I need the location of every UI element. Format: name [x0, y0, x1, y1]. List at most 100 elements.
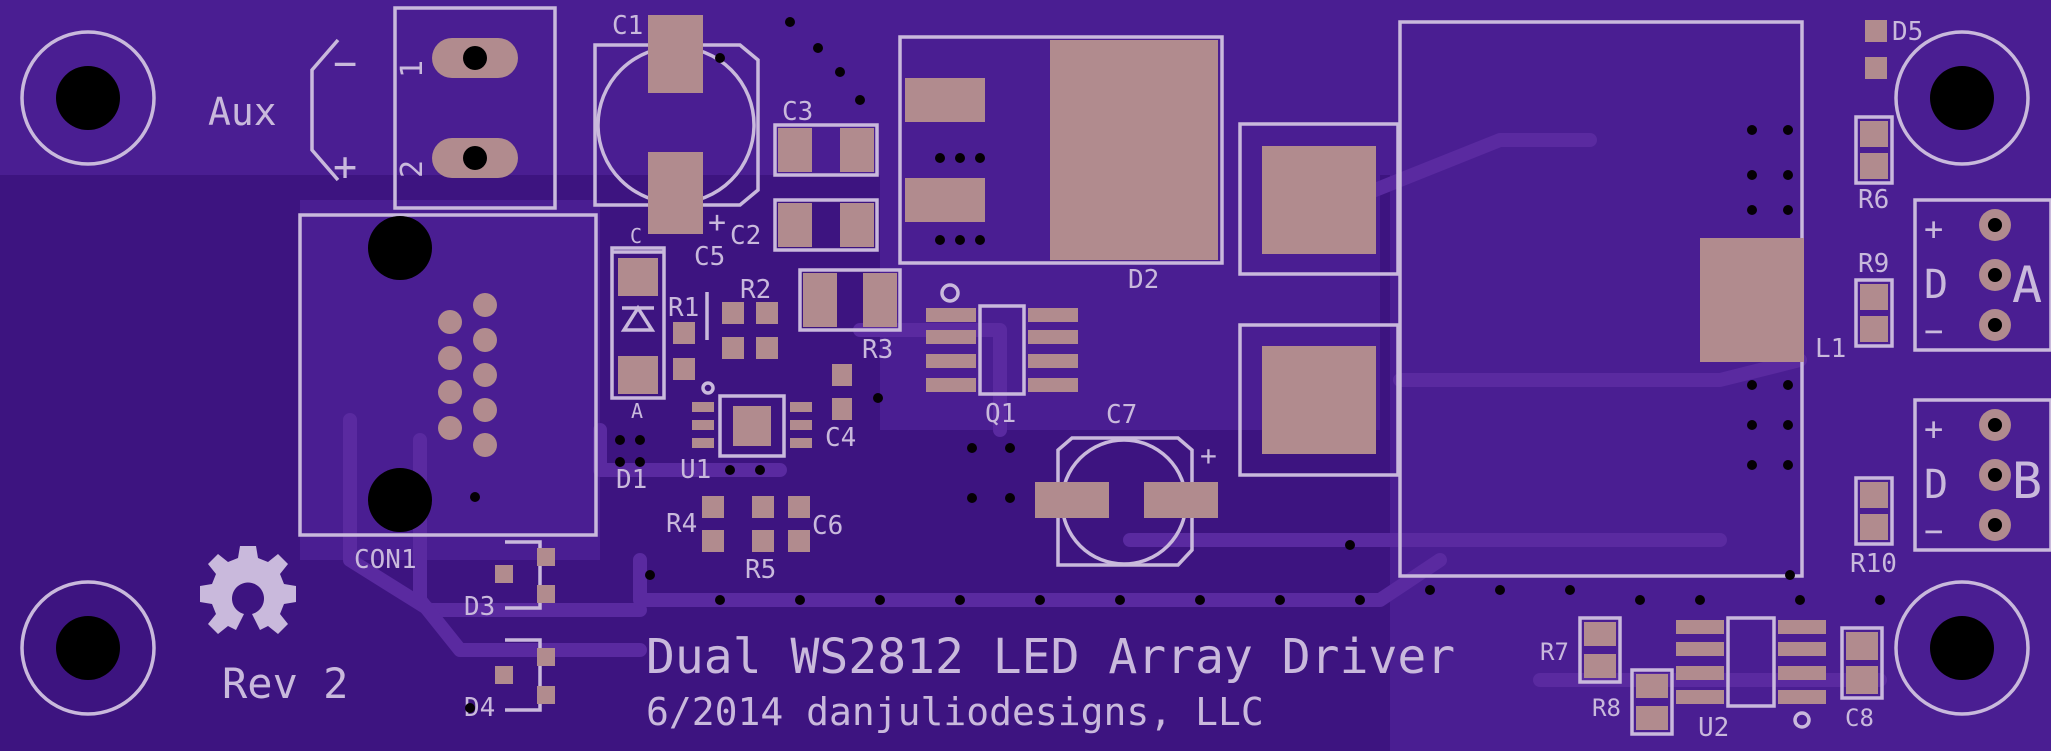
via	[795, 595, 805, 605]
u1-label: U1	[680, 455, 711, 485]
c8-label: C8	[1845, 704, 1874, 732]
via	[1275, 595, 1285, 605]
c5-label: C5	[694, 242, 725, 272]
r9-resistor: R9	[1854, 249, 1894, 348]
r2-label: R2	[740, 275, 771, 305]
c6-label: C6	[812, 511, 843, 541]
r5-label: R5	[745, 555, 776, 585]
via	[955, 235, 965, 245]
via	[715, 53, 725, 63]
u2-ic: U2	[1676, 616, 1826, 743]
d2-label: D2	[1128, 265, 1159, 295]
con1-label: CON1	[354, 545, 417, 575]
d1-cathode-label: C	[630, 224, 642, 248]
output-a-minus-label: −	[1924, 312, 1943, 350]
via	[1783, 420, 1793, 430]
via	[875, 595, 885, 605]
via	[855, 95, 865, 105]
output-b-letter: B	[2012, 452, 2042, 510]
via	[813, 43, 823, 53]
via	[465, 703, 475, 713]
via	[1195, 595, 1205, 605]
via	[1005, 493, 1015, 503]
d3-label: D3	[464, 592, 495, 622]
c2-label: C2	[730, 221, 761, 251]
u2-label: U2	[1698, 713, 1729, 743]
aux-pin2-label: 2	[395, 160, 430, 178]
l1-inductor: L1	[1398, 20, 1846, 578]
u1-ic: U1	[680, 381, 812, 485]
r8-label: R8	[1592, 694, 1621, 722]
r2-resistor: R2	[722, 275, 778, 359]
c1-label: C1	[612, 11, 643, 41]
via	[1785, 570, 1795, 580]
via	[967, 443, 977, 453]
via	[615, 435, 625, 445]
via	[1747, 380, 1757, 390]
via	[470, 492, 480, 502]
aux-plus-label: +	[333, 144, 357, 190]
aux-connector: Aux − + 1 2	[208, 6, 557, 210]
c2-capacitor: C2	[730, 198, 879, 252]
mounting-holes	[20, 30, 2030, 716]
c1-plus-label: +	[708, 205, 726, 240]
revision-label: Rev 2	[222, 659, 348, 708]
d5-led: D5	[1865, 17, 1923, 79]
aux-label: Aux	[208, 90, 277, 134]
via	[1565, 585, 1575, 595]
q1-transistor: Q1	[926, 283, 1078, 429]
output-b-plus-label: +	[1924, 410, 1943, 448]
r7-resistor: R7	[1540, 616, 1622, 684]
via	[1795, 595, 1805, 605]
via	[1035, 595, 1045, 605]
c1-capacitor: C1 + C5	[593, 11, 760, 272]
via	[935, 235, 945, 245]
via	[635, 457, 645, 467]
via	[1747, 420, 1757, 430]
via	[725, 465, 735, 475]
d1-diode: C A D1	[610, 224, 666, 495]
via	[967, 493, 977, 503]
c3-label: C3	[782, 97, 813, 127]
r8-resistor: R8	[1592, 668, 1674, 736]
via	[835, 67, 845, 77]
via	[1747, 205, 1757, 215]
via	[635, 435, 645, 445]
via	[755, 465, 765, 475]
c7-label: C7	[1106, 400, 1137, 430]
via	[975, 153, 985, 163]
d3-diode: D3	[464, 540, 555, 622]
via	[1783, 170, 1793, 180]
via	[1875, 595, 1885, 605]
via	[873, 393, 883, 403]
via	[645, 570, 655, 580]
r3-resistor: R3	[798, 268, 902, 365]
r6-label: R6	[1858, 185, 1889, 215]
output-a-data-label: D	[1924, 262, 1948, 308]
r4-label: R4	[666, 509, 697, 539]
output-a-plus-label: +	[1924, 210, 1943, 248]
via	[975, 235, 985, 245]
l1-label: L1	[1815, 334, 1846, 364]
via	[955, 153, 965, 163]
aux-minus-label: −	[333, 41, 357, 87]
via	[1747, 125, 1757, 135]
via	[1355, 595, 1365, 605]
c8-capacitor: C8	[1840, 626, 1884, 732]
aux-pin1-label: 1	[395, 60, 430, 78]
via	[1747, 170, 1757, 180]
d5-label: D5	[1892, 17, 1923, 47]
via	[715, 595, 725, 605]
d1-anode-label: A	[631, 399, 643, 423]
r1-resistor: R1	[668, 292, 709, 380]
board-credit: 6/2014 danjuliodesigns, LLC	[646, 690, 1264, 734]
vias	[465, 17, 1885, 713]
mounting-hole-top-left	[20, 30, 156, 166]
via	[1495, 585, 1505, 595]
gear-logo	[200, 546, 296, 634]
power-pad-lower	[1238, 323, 1400, 477]
c3-capacitor: C3	[773, 97, 879, 177]
via	[1425, 585, 1435, 595]
r10-resistor: R10	[1850, 476, 1897, 579]
